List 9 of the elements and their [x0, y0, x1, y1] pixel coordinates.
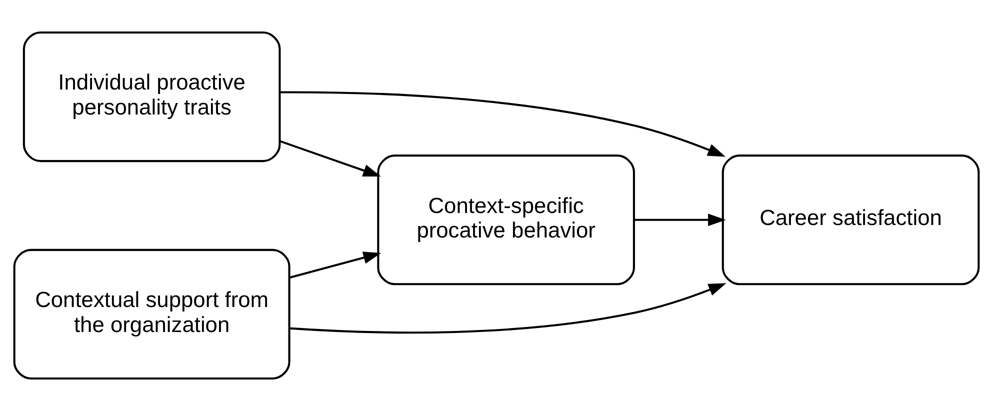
arrow — [280, 140, 381, 176]
node-box: Contextual support from the organization — [13, 248, 290, 380]
node-box: Individual proactive personality traits — [22, 30, 281, 162]
node-box: Career satisfaction — [722, 154, 980, 285]
arrow — [289, 282, 726, 334]
arrow — [634, 213, 726, 226]
arrow — [280, 90, 726, 156]
node-box: Context-specific procative behavior — [377, 154, 635, 285]
arrow — [289, 251, 382, 278]
